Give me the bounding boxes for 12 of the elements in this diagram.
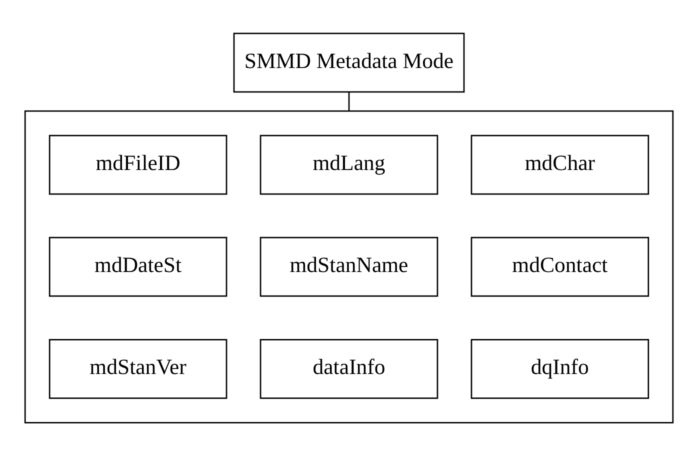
node-box: dqInfo	[470, 338, 650, 399]
node-box: mdContact	[470, 236, 650, 297]
node-box: mdFileID	[48, 134, 228, 195]
node-box: mdStanVer	[48, 338, 228, 399]
cluster	[24, 110, 674, 424]
node-box: SMMD Metadata Mode	[233, 32, 465, 93]
node-box: mdChar	[470, 134, 650, 195]
node-box: mdDateSt	[48, 236, 228, 297]
connector	[348, 92, 350, 112]
node-box: dataInfo	[260, 338, 438, 399]
node-box: mdStanName	[260, 236, 438, 297]
node-box: mdLang	[260, 134, 438, 195]
